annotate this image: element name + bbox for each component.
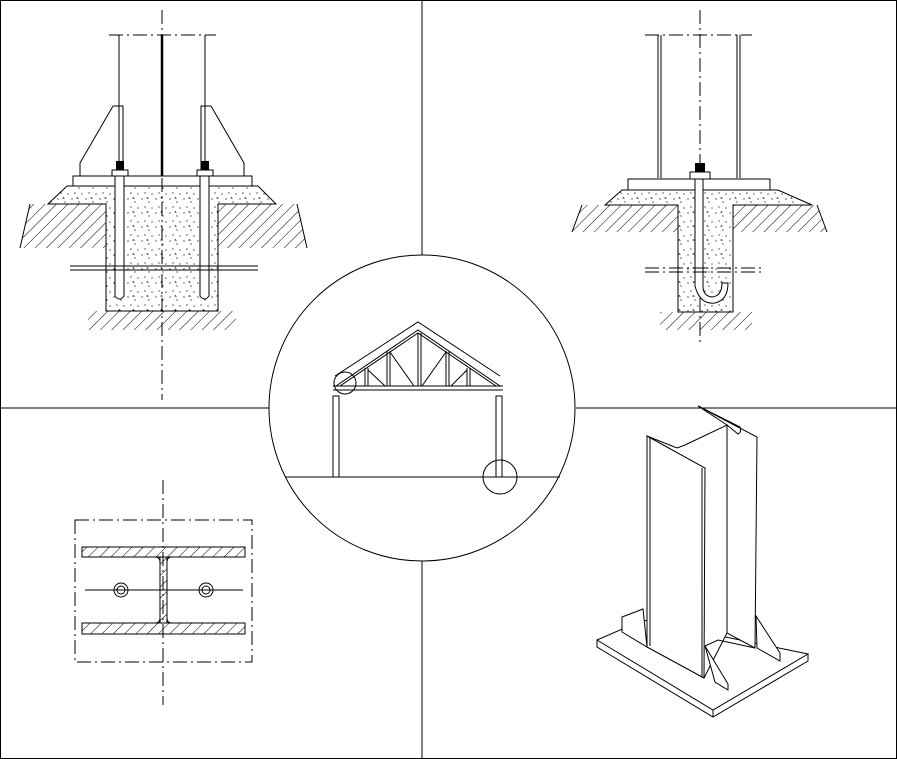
- i-beam-plan-section: [74, 480, 253, 705]
- portal-frame-truss-elevation: [268, 254, 576, 562]
- base-plate-section-gusseted: [19, 10, 308, 400]
- base-plate-section-j-bolt: [571, 10, 828, 345]
- isometric-column-base: [595, 405, 810, 718]
